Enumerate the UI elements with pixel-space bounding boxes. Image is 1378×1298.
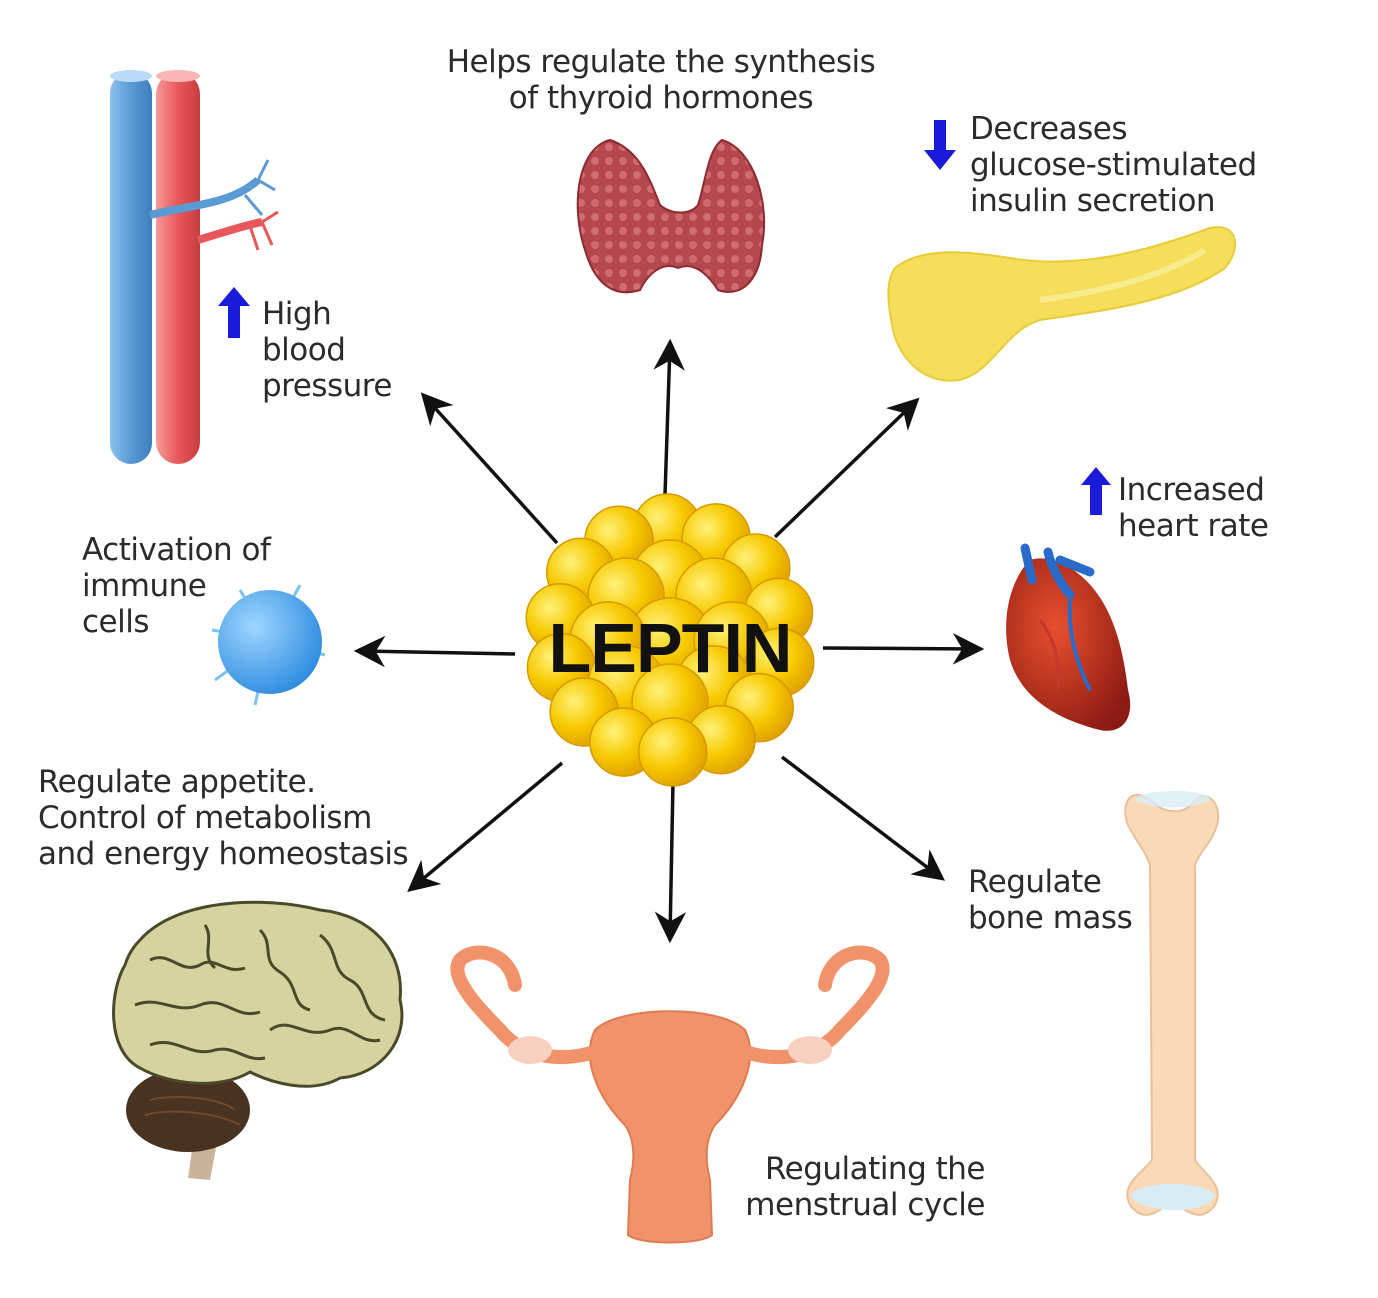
arrow-to-heart bbox=[822, 633, 985, 665]
menstrual-effect-label: Regulating the menstrual cycle bbox=[745, 1151, 985, 1223]
insulin-effect-label: Decreases glucose-stimulated insulin sec… bbox=[970, 111, 1257, 219]
blood-vessels-icon bbox=[110, 70, 279, 464]
heart-rate-up-arrow-icon bbox=[1081, 467, 1111, 515]
arrow-to-uterus bbox=[654, 781, 687, 944]
blood-pressure-effect-label: High blood pressure bbox=[262, 296, 392, 404]
immune-effect-line-2: immune bbox=[82, 568, 207, 604]
bone-effect-label: Regulate bone mass bbox=[968, 864, 1133, 936]
thyroid-effect-line-1: Helps regulate the synthesis bbox=[446, 44, 876, 80]
insulin-effect-line-1: Decreases bbox=[970, 111, 1127, 147]
menstrual-effect-line-2: menstrual cycle bbox=[745, 1187, 985, 1223]
immune-effect-line-3: cells bbox=[82, 604, 150, 640]
heart-rate-effect-label: Increased heart rate bbox=[1118, 472, 1269, 544]
arrow-to-thyroid bbox=[653, 338, 685, 496]
arrow-to-pancreas bbox=[773, 397, 920, 539]
blood-pressure-effect-line-3: pressure bbox=[262, 368, 392, 404]
thyroid-effect-label: Helps regulate the synthesis of thyroid … bbox=[446, 44, 876, 116]
blood-pressure-up-arrow-icon bbox=[218, 287, 250, 338]
leptin-label: LEPTIN bbox=[548, 609, 793, 687]
appetite-effect-line-2: Control of metabolism bbox=[38, 800, 372, 836]
heart-rate-effect-line-2: heart rate bbox=[1118, 508, 1269, 544]
heart-rate-effect-line-1: Increased bbox=[1118, 472, 1265, 508]
connector-arrows bbox=[353, 338, 985, 944]
insulin-down-arrow-icon bbox=[924, 120, 956, 170]
fat-cell bbox=[637, 717, 708, 787]
fat-cells-icon bbox=[525, 493, 815, 787]
immune-effect-label: Activation of immune cells bbox=[82, 532, 271, 640]
heart-icon bbox=[1006, 543, 1131, 731]
menstrual-effect-line-1: Regulating the bbox=[765, 1151, 985, 1187]
brain-icon bbox=[112, 900, 404, 1180]
appetite-effect-label: Regulate appetite. Control of metabolism… bbox=[38, 764, 409, 872]
bone-icon bbox=[1124, 791, 1220, 1216]
bone-effect-line-2: bone mass bbox=[968, 900, 1133, 936]
immune-effect-line-1: Activation of bbox=[82, 532, 271, 568]
appetite-effect-line-3: and energy homeostasis bbox=[38, 836, 409, 872]
insulin-effect-line-2: glucose-stimulated bbox=[970, 147, 1257, 183]
arrow-to-immune-cell bbox=[353, 635, 516, 668]
arrow-to-brain bbox=[407, 761, 564, 893]
thyroid-icon bbox=[576, 138, 766, 294]
pancreas-icon bbox=[887, 226, 1237, 382]
appetite-effect-line-1: Regulate appetite. bbox=[38, 764, 316, 800]
thyroid-effect-line-2: of thyroid hormones bbox=[508, 80, 814, 116]
blood-pressure-effect-line-2: blood bbox=[262, 332, 346, 368]
immune-cell-icon bbox=[211, 584, 326, 706]
arrow-to-bone bbox=[780, 755, 946, 881]
insulin-effect-line-3: insulin secretion bbox=[970, 183, 1216, 219]
uterus-icon bbox=[450, 945, 890, 1244]
blood-pressure-effect-line-1: High bbox=[262, 296, 332, 332]
arrow-to-blood-vessels bbox=[420, 392, 559, 545]
bone-effect-line-1: Regulate bbox=[968, 864, 1102, 900]
